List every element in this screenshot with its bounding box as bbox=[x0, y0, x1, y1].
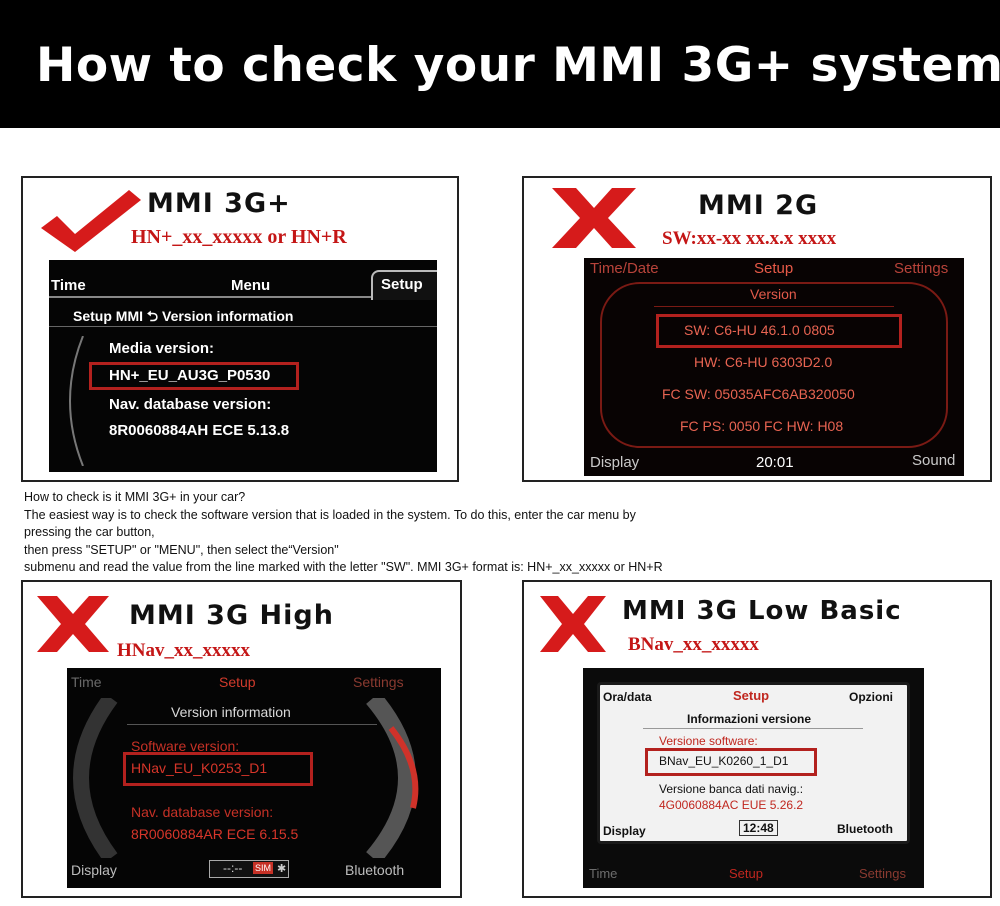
panel-format-code: HN+_xx_xxxxx or HN+R bbox=[131, 226, 347, 248]
tab-opzioni: Opzioni bbox=[849, 690, 893, 704]
page-title: How to check your MMI 3G+ system? bbox=[36, 38, 1000, 93]
outer-settings: Settings bbox=[859, 866, 906, 881]
highlight-box bbox=[656, 314, 902, 348]
bottom-bluetooth: Bluetooth bbox=[837, 822, 893, 836]
bottom-sound: Sound bbox=[912, 452, 956, 469]
sw-version: SW: C6-HU 46.1.0 0805 bbox=[684, 322, 835, 338]
panel-format-code: HNav_xx_xxxxx bbox=[117, 640, 250, 661]
tab-setup: Setup bbox=[381, 276, 423, 293]
tab-setup: Setup bbox=[754, 260, 794, 277]
instruction-line: The easiest way is to check the software… bbox=[24, 507, 636, 522]
mmi-screen: Time/Date Setup Settings Version SW: C6-… bbox=[584, 258, 964, 476]
bottom-clock: --:-- bbox=[223, 861, 243, 875]
software-version-label: Versione software: bbox=[659, 734, 758, 748]
instruction-line: How to check is it MMI 3G+ in your car? bbox=[24, 490, 246, 504]
sim-badge: SIM bbox=[253, 862, 274, 874]
panel-format-code: BNav_xx_xxxxx bbox=[628, 634, 759, 655]
instructions-text: How to check is it MMI 3G+ in your car? … bbox=[24, 489, 824, 577]
version-heading: Version information bbox=[171, 704, 291, 720]
instruction-line: pressing the car button, bbox=[24, 525, 155, 539]
software-version-value: BNav_EU_K0260_1_D1 bbox=[659, 754, 789, 768]
nav-version-label: Versione banca dati navig.: bbox=[659, 782, 804, 796]
panel-title: MMI 3G High bbox=[129, 600, 334, 631]
inner-display bbox=[597, 682, 910, 844]
tab-time: Time bbox=[51, 277, 86, 294]
panel-mmi-3g-high: MMI 3G High HNav_xx_xxxxx Time Setup Set… bbox=[21, 580, 462, 898]
panel-title: MMI 3G Low Basic bbox=[622, 596, 902, 626]
panel-title: MMI 3G+ bbox=[147, 188, 291, 219]
tab-settings: Settings bbox=[353, 674, 404, 690]
nav-version-label: Nav. database version: bbox=[109, 396, 272, 413]
bluetooth-icon: ✱ bbox=[277, 863, 287, 875]
mmi-screen: Time Menu Setup Setup MMI ⮌ Version info… bbox=[49, 260, 437, 472]
version-heading: Version bbox=[750, 286, 797, 302]
left-arc-decoration bbox=[69, 336, 84, 466]
nav-version-label: Nav. database version: bbox=[131, 804, 274, 820]
checkmark-icon bbox=[41, 190, 141, 252]
tab-time: Time bbox=[71, 674, 102, 690]
version-heading: Informazioni versione bbox=[687, 712, 812, 726]
media-version-label: Media version: bbox=[109, 340, 215, 357]
bottom-display: Display bbox=[590, 454, 640, 471]
tab-setup: Setup bbox=[733, 688, 770, 703]
right-dial-decoration bbox=[366, 698, 419, 858]
software-version-label: Software version: bbox=[131, 738, 240, 754]
hw-version: HW: C6-HU 6303D2.0 bbox=[694, 354, 833, 370]
x-mark-icon bbox=[552, 188, 636, 248]
x-mark-icon bbox=[540, 596, 606, 652]
highlight-box bbox=[123, 752, 313, 786]
highlight-box bbox=[645, 748, 817, 776]
software-version-value: HNav_EU_K0253_D1 bbox=[131, 760, 268, 776]
mmi-screen: Ora/data Setup Opzioni Informazioni vers… bbox=[583, 668, 924, 888]
tab-ora-data: Ora/data bbox=[603, 690, 652, 704]
panel-mmi-2g: MMI 2G SW:xx-xx xx.x.x xxxx Time/Date Se… bbox=[522, 176, 992, 482]
bottom-clock: 20:01 bbox=[756, 454, 794, 471]
screen-frame bbox=[600, 282, 948, 448]
fc-ps-version: FC PS: 0050 FC HW: H08 bbox=[680, 418, 844, 434]
nav-version-value: 8R0060884AR ECE 6.15.5 bbox=[131, 826, 299, 842]
bottom-display: Display bbox=[71, 862, 117, 878]
bottom-display: Display bbox=[603, 824, 646, 838]
bottom-bluetooth: Bluetooth bbox=[345, 862, 405, 878]
instruction-line: then press "SETUP" or "MENU", then selec… bbox=[24, 542, 339, 557]
panel-mmi-3g-low-basic: MMI 3G Low Basic BNav_xx_xxxxx Ora/data … bbox=[522, 580, 992, 898]
panel-format-code: SW:xx-xx xx.x.x xxxx bbox=[662, 228, 837, 249]
panel-title: MMI 2G bbox=[698, 190, 819, 221]
tab-setup: Setup bbox=[219, 674, 256, 690]
tab-time-date: Time/Date bbox=[590, 260, 659, 277]
panel-mmi-3g-plus: MMI 3G+ HN+_xx_xxxxx or HN+R Time Menu S… bbox=[21, 176, 459, 482]
bottom-clock: 12:48 bbox=[739, 820, 778, 836]
outer-time: Time bbox=[589, 866, 618, 881]
media-version-value: HN+_EU_AU3G_P0530 bbox=[109, 367, 271, 384]
nav-version-value: 4G0060884AC EUE 5.26.2 bbox=[659, 798, 804, 812]
title-banner: How to check your MMI 3G+ system? bbox=[0, 0, 1000, 128]
x-mark-icon bbox=[37, 596, 109, 652]
left-dial-decoration bbox=[73, 698, 118, 858]
outer-setup: Setup bbox=[729, 866, 763, 881]
highlight-box bbox=[89, 362, 299, 390]
breadcrumb: Setup MMI ⮌ Version information bbox=[73, 308, 294, 324]
mmi-screen: Time Setup Settings Version information … bbox=[67, 668, 441, 888]
nav-version-value: 8R0060884AH ECE 5.13.8 bbox=[109, 422, 290, 439]
tab-setup-frame bbox=[371, 270, 437, 300]
fc-sw-version: FC SW: 05035AFC6AB320050 bbox=[662, 386, 855, 402]
tab-menu: Menu bbox=[231, 277, 271, 294]
return-arrow-icon: ⮌ bbox=[146, 308, 159, 324]
instruction-line: submenu and read the value from the line… bbox=[24, 560, 663, 574]
tab-settings: Settings bbox=[894, 260, 949, 277]
